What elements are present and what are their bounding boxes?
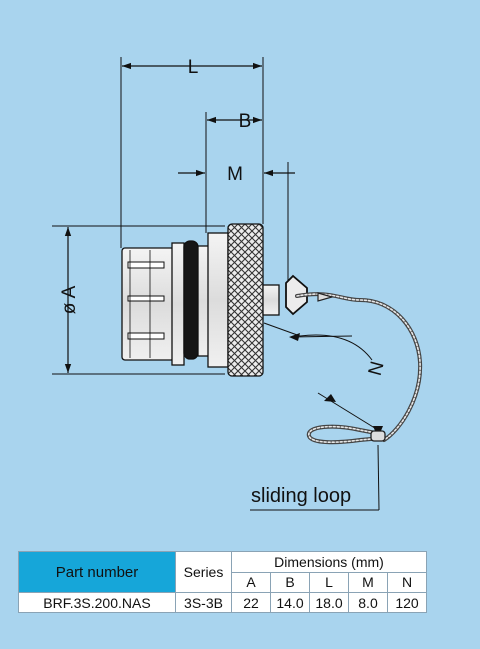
part-number-cell: BRF.3S.200.NAS: [18, 592, 176, 613]
extension-lines: [52, 57, 289, 375]
dim-label-B: B: [239, 111, 252, 132]
n-arc-arrow-bottom: [324, 394, 336, 402]
sliding-loop-label: sliding loop: [251, 485, 351, 507]
n-arc-arrow-top: [289, 333, 300, 341]
part-number-header: Part number: [18, 551, 176, 593]
column-header-a: A: [231, 571, 271, 593]
dim-label-M: M: [227, 164, 243, 185]
dim-label-A: ø A: [59, 285, 80, 314]
o-ring: [183, 240, 199, 360]
series-cell: 3S-3B: [175, 592, 232, 613]
column-header-m: M: [348, 571, 388, 593]
dim-label-N: N: [365, 359, 389, 378]
dimensions-table: Part number Series Dimensions (mm) A B L…: [18, 551, 427, 613]
value-m-cell: 8.0: [348, 592, 388, 613]
series-header: Series: [175, 551, 232, 593]
value-b-cell: 14.0: [270, 592, 310, 613]
column-header-b: B: [270, 571, 310, 593]
dim-label-L: L: [188, 57, 199, 78]
technical-drawing: L B M ø A N: [52, 57, 423, 511]
leader-lines: [250, 322, 380, 511]
value-l-cell: 18.0: [309, 592, 349, 613]
dimensions-header: Dimensions (mm): [231, 551, 427, 573]
cap-body: [121, 223, 280, 377]
column-header-l: L: [309, 571, 349, 593]
column-header-n: N: [387, 571, 427, 593]
value-a-cell: 22: [231, 592, 271, 613]
lanyard: [285, 274, 423, 445]
value-n-cell: 120: [387, 592, 427, 613]
table-row: BRF.3S.200.NAS 3S-3B 22 14.0 18.0 8.0 12…: [18, 592, 427, 613]
knurled-nut: [227, 223, 264, 377]
dimension-lines: [64, 62, 295, 373]
